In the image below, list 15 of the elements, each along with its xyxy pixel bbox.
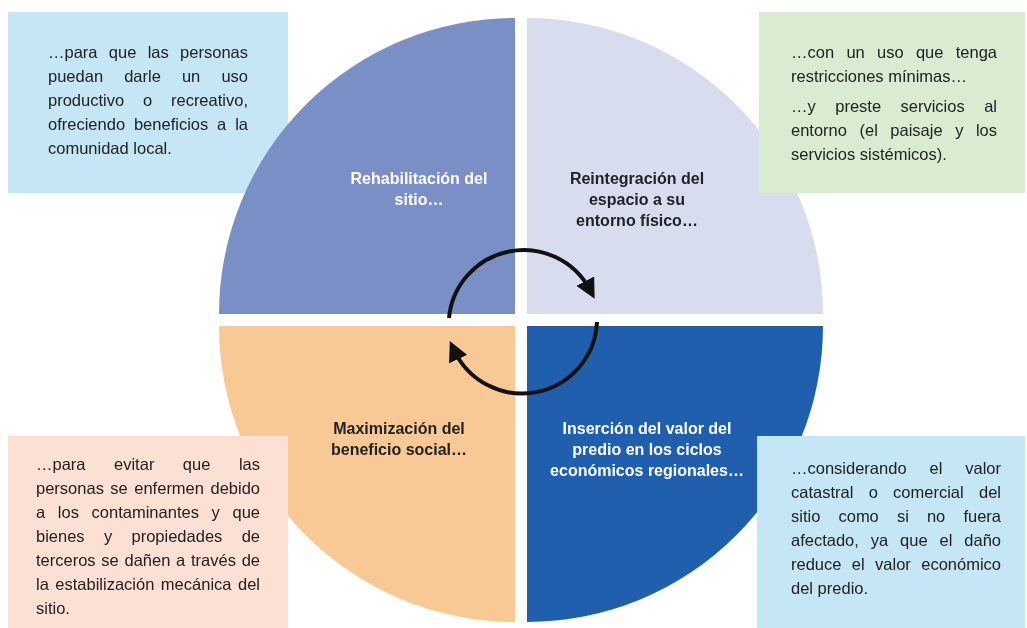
note-text: …para que las personas puedan darle un uso productivo o recreativo, ofreciendo beneficios a la comunidad local. [48,42,248,159]
note-text: …y preste servicios al entorno (el paisaje y los servicios sistémicos). [791,96,997,165]
note-box [759,12,1025,193]
cycle-arrow [447,248,596,319]
quadrant-title: Rehabilitación del sitio… [349,169,489,210]
note-box [8,12,288,193]
quadrant-title: Inserción del valor del predio en los ciclos económicos regionales… [549,419,745,481]
note-box [757,436,1025,628]
note-text: …con un uso que tenga restricciones mínimas… [791,42,997,87]
quadrant-title: Reintegración del espacio a su entorno físico… [568,169,706,231]
cycle-arrow [449,321,599,396]
note-text: …considerando el valor catastral o comercial del sitio como si no fuera afectado, ya que el daño reduce el valor económico del predio. [791,458,1001,599]
note-text: …para evitar que las personas se enfermen debido a los contaminantes y que bienes y propiedades de terceros se dañen a través de la estabilización mecánica del sitio. [36,454,260,619]
quadrant-title: Maximización del beneficio social… [329,419,468,460]
note-box [8,436,288,628]
